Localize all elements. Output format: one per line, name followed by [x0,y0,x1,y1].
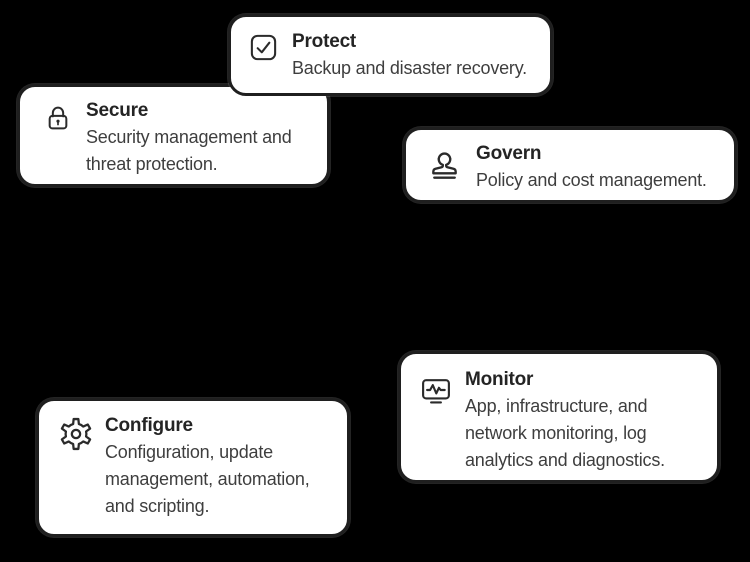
card-configure: Configure Configuration, update manageme… [36,398,350,537]
card-title: Monitor [465,369,534,390]
card-description: App, infrastructure, and network monitor… [465,396,665,470]
monitor-pulse-icon [420,373,452,407]
card-description: Backup and disaster recovery. [292,58,527,78]
lock-icon [43,101,73,135]
card-govern: Govern Policy and cost management. [403,127,737,203]
gear-icon [59,417,93,451]
card-description: Security management and threat protectio… [86,127,292,174]
card-title: Configure [105,415,193,436]
card-secure: Secure Security management and threat pr… [17,84,330,187]
card-title: Protect [292,31,357,52]
stamp-icon [427,148,462,183]
checkbox-check-icon [248,32,279,63]
card-title: Govern [476,143,542,164]
card-description: Configuration, update management, automa… [105,442,310,516]
card-description: Policy and cost management. [476,170,707,190]
card-monitor: Monitor App, infrastructure, and network… [398,351,720,483]
card-protect: Protect Backup and disaster recovery. [228,14,553,96]
card-title: Secure [86,100,149,121]
